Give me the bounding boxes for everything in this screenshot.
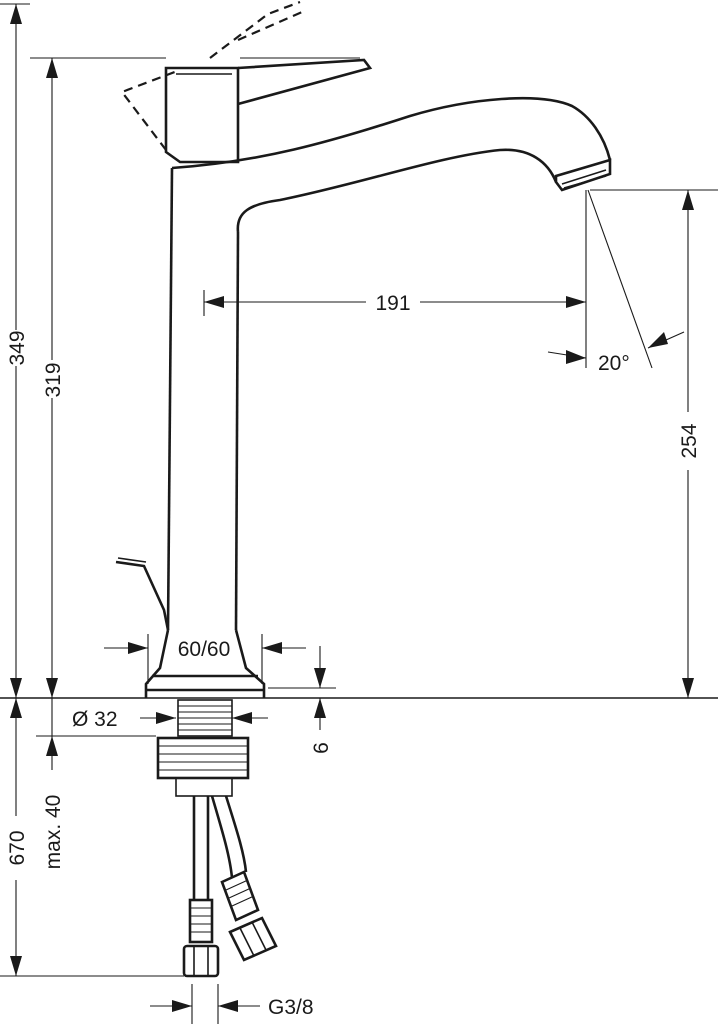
dim-max-40: max. 40 xyxy=(42,795,65,870)
dim-g3-8: G3/8 xyxy=(268,996,314,1019)
dim-60-60: 60/60 xyxy=(178,638,231,661)
dim-349: 349 xyxy=(6,330,29,365)
dim-670: 670 xyxy=(6,830,29,865)
dim-diameter-32: Ø 32 xyxy=(72,708,118,731)
faucet-outline xyxy=(115,0,612,978)
dim-191: 191 xyxy=(375,292,410,315)
dim-20-degree: 20° xyxy=(598,352,630,375)
dimension-lines xyxy=(0,3,718,1024)
dimension-labels: 349 319 191 20° 254 60/60 Ø 32 6 670 max… xyxy=(6,292,701,1019)
dim-319: 319 xyxy=(42,362,65,397)
dim-254: 254 xyxy=(678,423,701,458)
dim-6: 6 xyxy=(310,742,333,754)
